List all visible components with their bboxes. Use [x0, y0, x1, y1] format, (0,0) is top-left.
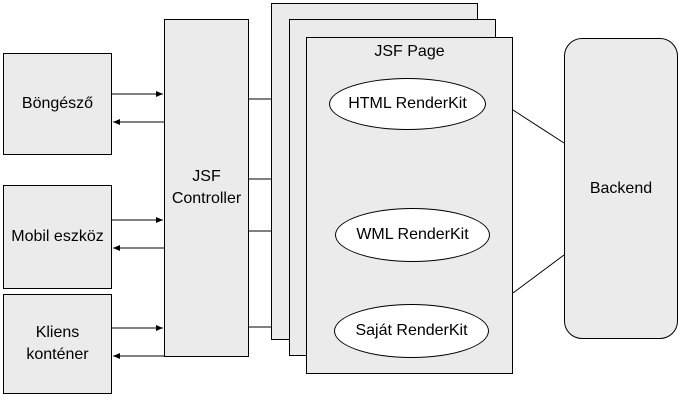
renderkit-wml-label: WML RenderKit	[356, 226, 469, 243]
jsf-controller: JSF Controller	[164, 19, 249, 357]
renderkit-html-label: HTML RenderKit	[348, 95, 467, 112]
client-browser: Böngésző	[3, 53, 112, 155]
jsf-controller-label: JSF Controller	[171, 168, 242, 207]
backend: Backend	[564, 38, 678, 339]
renderkit-custom: Saját RenderKit	[334, 304, 489, 358]
client-mobile: Mobil eszköz	[3, 185, 112, 289]
client-browser-label: Böngésző	[21, 95, 94, 112]
jsf-page-title: JSF Page	[374, 43, 445, 60]
link-page-backend-bottom	[512, 254, 565, 294]
client-container-label: Kliens konténer	[26, 324, 89, 363]
backend-label: Backend	[589, 179, 653, 197]
renderkit-custom-label: Saját RenderKit	[355, 322, 468, 339]
renderkit-wml: WML RenderKit	[335, 208, 490, 262]
renderkit-html: HTML RenderKit	[329, 78, 486, 130]
link-page-backend-top	[512, 109, 565, 144]
client-mobile-label: Mobil eszköz	[11, 228, 104, 245]
client-container: Kliens konténer	[3, 294, 112, 394]
